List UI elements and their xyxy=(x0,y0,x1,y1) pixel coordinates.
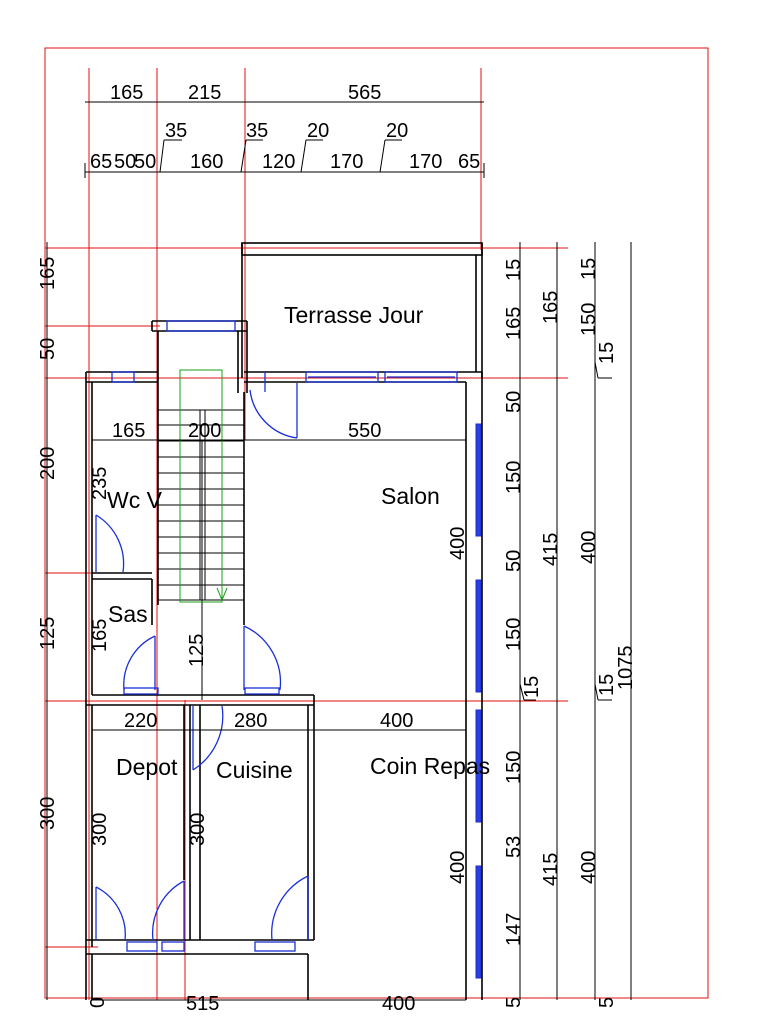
left-dim-50: 50 xyxy=(37,338,59,360)
top-dim-120: 120 xyxy=(262,151,295,173)
dim-165-sas: 165 xyxy=(89,619,111,652)
right-dim-col2-165: 165 xyxy=(540,291,562,324)
dim-300-depot: 300 xyxy=(89,813,111,846)
dim-165-wc: 165 xyxy=(112,420,145,442)
right-dimension-lines xyxy=(519,242,632,1000)
dim-280-cuisine: 280 xyxy=(234,710,267,732)
top-dim-170a: 170 xyxy=(330,151,363,173)
right-dim-col1-53: 53 xyxy=(503,836,525,858)
top-dim-160: 160 xyxy=(190,151,223,173)
left-dim-165: 165 xyxy=(37,257,59,290)
right-dim-col3-5-tag: 5 xyxy=(596,997,618,1008)
right-dim-col2-415b: 415 xyxy=(540,853,562,886)
dim-400-coin-repas-vertical: 400 xyxy=(447,851,469,884)
top-dim-170b: 170 xyxy=(409,151,442,173)
staircase xyxy=(158,369,244,603)
top-dimension-lines xyxy=(84,101,485,178)
dim-235-wc: 235 xyxy=(89,467,111,500)
dim-400-coin-repas: 400 xyxy=(380,710,413,732)
right-dim-col1-5: 5 xyxy=(503,997,525,1008)
interior-dimension-lines xyxy=(92,439,466,1001)
right-dim-col1-15: 15 xyxy=(503,259,525,281)
right-dim-col1-147: 147 xyxy=(503,913,525,946)
dim-400-salon-vertical: 400 xyxy=(447,527,469,560)
doors xyxy=(95,372,309,941)
dim-515-bottom: 515 xyxy=(186,993,219,1015)
dim-550-salon: 550 xyxy=(348,420,381,442)
left-dim-300: 300 xyxy=(37,797,59,830)
dim-125-hall: 125 xyxy=(186,634,208,667)
sheet-border xyxy=(44,47,709,999)
right-dim-col4-1075: 1075 xyxy=(615,646,637,691)
left-dim-200: 200 xyxy=(37,447,59,480)
top-dim-35b: 35 xyxy=(246,120,268,142)
left-dim-125: 125 xyxy=(37,617,59,650)
top-dim-50b: 50 xyxy=(134,151,156,173)
right-dim-col3-150: 150 xyxy=(578,303,600,336)
room-label-coin-repas: Coin Repas xyxy=(370,753,490,779)
right-dim-col3-15: 15 xyxy=(578,258,600,280)
left-dim-0: 0 xyxy=(87,997,109,1008)
top-dim-35a: 35 xyxy=(165,120,187,142)
top-dim-20a: 20 xyxy=(307,120,329,142)
top-dim-65b: 65 xyxy=(458,151,480,173)
top-dim-215: 215 xyxy=(188,82,221,104)
dim-300-cuisine: 300 xyxy=(187,813,209,846)
room-label-terrasse: Terrasse Jour xyxy=(284,302,424,328)
top-dim-65a: 65 xyxy=(90,151,112,173)
room-label-depot: Depot xyxy=(116,754,178,780)
room-label-wc: Wc V xyxy=(107,487,163,513)
right-dim-col3-400a: 400 xyxy=(578,531,600,564)
right-dim-col1-15-tag: 15 xyxy=(521,676,543,698)
right-dim-col3-400b: 400 xyxy=(578,851,600,884)
top-dim-20b: 20 xyxy=(386,120,408,142)
room-label-cuisine: Cuisine xyxy=(216,757,293,783)
red-axis-lines xyxy=(45,68,568,1000)
top-dim-165: 165 xyxy=(110,82,143,104)
top-dim-565: 565 xyxy=(348,82,381,104)
right-dim-col1-50b: 50 xyxy=(503,550,525,572)
top-dim-50a: 50 xyxy=(114,151,136,173)
dim-400-bottom: 400 xyxy=(382,993,415,1015)
windows xyxy=(111,320,482,979)
right-dim-col1-150b: 150 xyxy=(503,618,525,651)
room-label-salon: Salon xyxy=(381,483,440,509)
right-dim-col3-15-tag-b: 15 xyxy=(596,674,618,696)
dim-200-stair: 200 xyxy=(188,420,221,442)
right-dim-col1-50a: 50 xyxy=(503,391,525,413)
right-dim-col1-150a: 150 xyxy=(503,461,525,494)
right-dim-col3-15-tag-a: 15 xyxy=(596,342,618,364)
right-dim-col1-165: 165 xyxy=(503,307,525,340)
dim-220-depot: 220 xyxy=(124,710,157,732)
room-label-sas: Sas xyxy=(108,601,148,627)
right-dim-col1-150c: 150 xyxy=(503,751,525,784)
right-dim-col2-415a: 415 xyxy=(540,533,562,566)
